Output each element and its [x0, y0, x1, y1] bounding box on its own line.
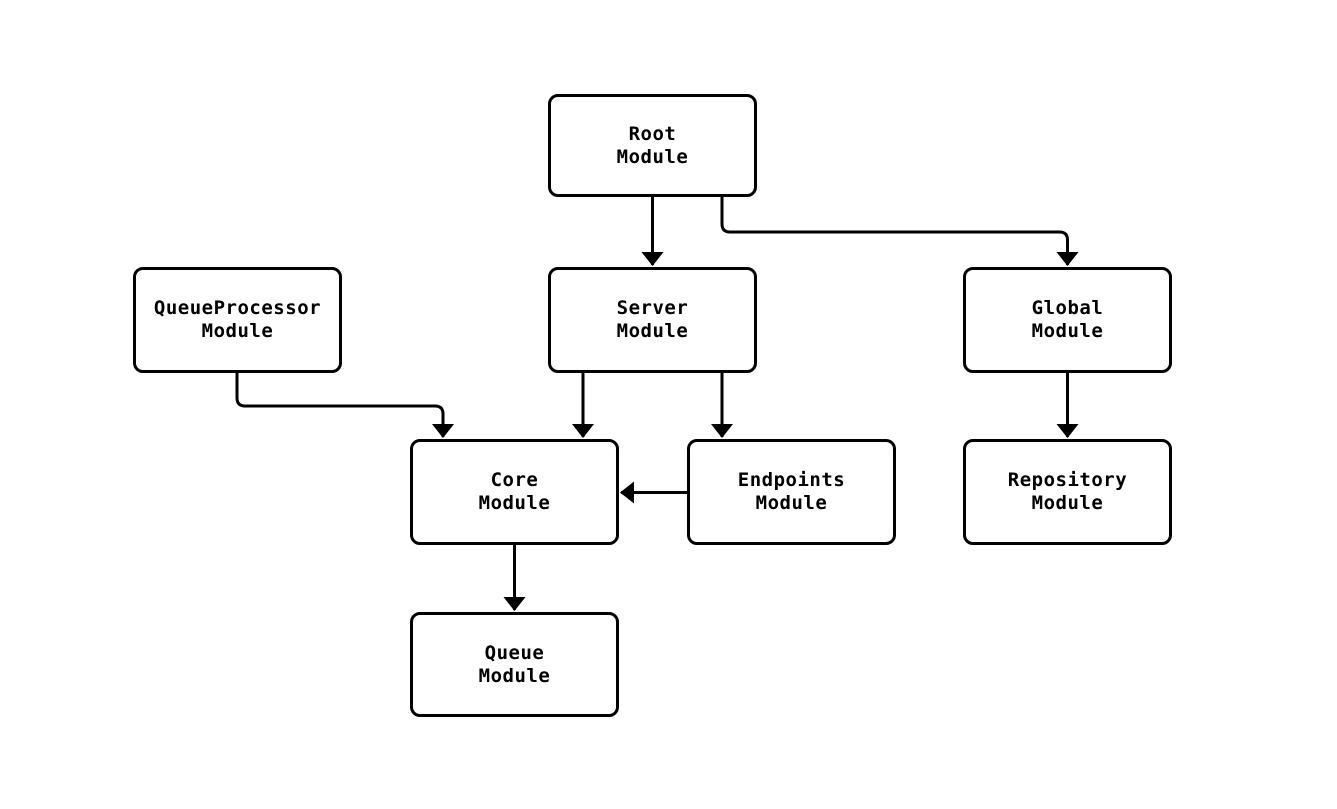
- edge-queueprocessor-to-core: [235, 373, 454, 438]
- node-label-line: Queue: [484, 641, 545, 664]
- node-label-line: Module: [1031, 492, 1104, 514]
- node-root-module: Root Module: [548, 94, 757, 197]
- node-label-line: Core: [490, 469, 539, 491]
- node-queue-module: Queue Module: [410, 612, 619, 717]
- node-label-line: Root: [628, 122, 677, 145]
- node-label-line: Module: [1031, 320, 1104, 342]
- node-server-module: Server Module: [548, 267, 757, 373]
- node-label-line: Endpoints: [737, 469, 846, 491]
- node-label-line: QueueProcessor: [153, 297, 322, 319]
- node-label-line: Module: [478, 492, 551, 514]
- node-label-line: Repository: [1007, 469, 1128, 491]
- node-label-line: Module: [201, 320, 274, 342]
- node-label-line: Module: [755, 492, 828, 514]
- node-core-module: Core Module: [410, 439, 619, 545]
- node-global-module: Global Module: [963, 267, 1172, 373]
- edge-root-to-global: [720, 197, 1079, 266]
- node-label-line: Module: [616, 145, 689, 168]
- node-label-line: Module: [478, 664, 551, 687]
- node-endpoints-module: Endpoints Module: [687, 439, 896, 545]
- node-queueprocessor-module: QueueProcessor Module: [133, 267, 342, 373]
- node-label-line: Global: [1031, 297, 1104, 319]
- node-label-line: Server: [616, 297, 689, 319]
- node-repository-module: Repository Module: [963, 439, 1172, 545]
- node-label-line: Module: [616, 320, 689, 342]
